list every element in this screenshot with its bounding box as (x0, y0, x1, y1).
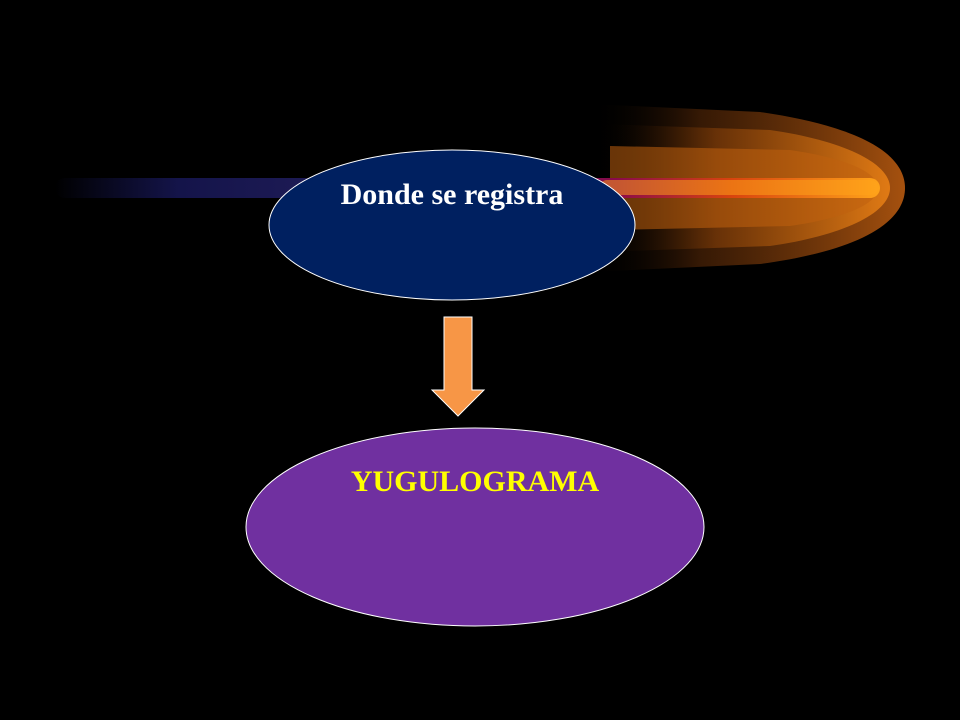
bottom-node-label: YUGULOGRAMA (350, 465, 600, 498)
down-arrow (430, 316, 486, 417)
top-node-label: Donde se registra (340, 178, 564, 211)
top-node-ellipse (268, 149, 636, 301)
bottom-node-ellipse (245, 427, 705, 627)
